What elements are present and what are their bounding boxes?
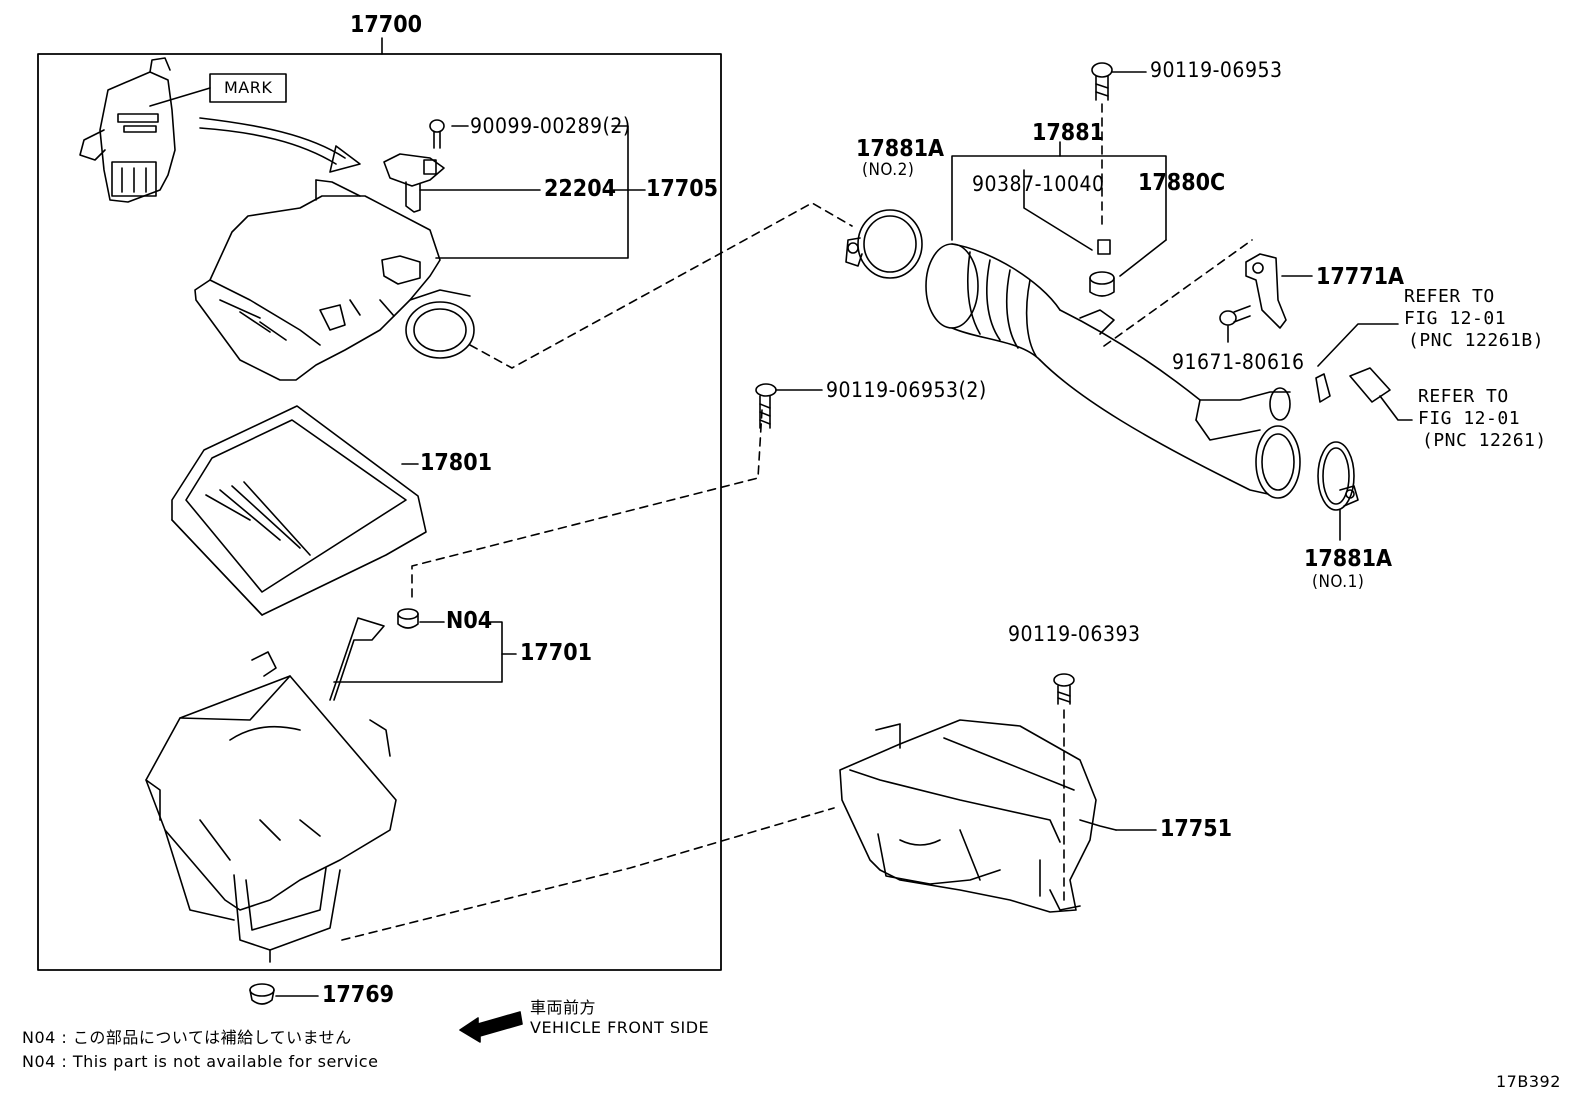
- grommet-17880c-drawing: [1089, 271, 1115, 297]
- screw-91671-drawing: [1219, 305, 1251, 326]
- direction-jp: 車両前方: [530, 998, 597, 1017]
- label-22204: 22204: [544, 176, 616, 202]
- label-17881: 17881: [1032, 120, 1104, 146]
- label-n04: N04: [446, 608, 493, 634]
- diagram-id: 17B392: [1496, 1072, 1561, 1091]
- label-17705: 17705: [646, 176, 718, 202]
- refer-2-line2: FIG 12-01: [1418, 408, 1521, 429]
- note-n04-en: N04 : This part is not available for ser…: [22, 1052, 379, 1071]
- direction-en: VEHICLE FRONT SIDE: [530, 1018, 710, 1037]
- air-cleaner-cap-drawing: [194, 179, 475, 381]
- note-n04-jp: N04 : この部品については補給していません: [22, 1028, 352, 1047]
- label-17771a: 17771A: [1316, 264, 1405, 290]
- label-17801: 17801: [420, 450, 492, 476]
- intake-hose-drawing: [925, 243, 1301, 499]
- label-17769: 17769: [322, 982, 394, 1008]
- label-90099-00289: 90099-00289(2): [470, 114, 631, 138]
- label-90119-06393: 90119-06393: [1008, 622, 1141, 646]
- label-mark: MARK: [224, 78, 273, 97]
- refer-1-line1: REFER TO: [1404, 286, 1495, 307]
- label-17880c: 17880C: [1138, 170, 1226, 196]
- label-17701: 17701: [520, 640, 592, 666]
- bolt-90119-06953-2-drawing: [755, 383, 777, 429]
- label-17751: 17751: [1160, 816, 1232, 842]
- label-17881a-no1: 17881A: [1304, 546, 1393, 572]
- grommet-17769-drawing: [249, 983, 275, 1005]
- refer-1-line2: FIG 12-01: [1404, 308, 1507, 329]
- refer-2-line1: REFER TO: [1418, 386, 1509, 407]
- label-17881a-no1-sub: (NO.1): [1312, 572, 1365, 592]
- air-cleaner-case-drawing: [145, 617, 397, 963]
- label-90119-06953-2: 90119-06953(2): [826, 378, 987, 402]
- label-17881a-no2-sub: (NO.2): [862, 160, 915, 180]
- label-91671-80616: 91671-80616: [1172, 350, 1305, 374]
- maf-sensor-drawing: [79, 57, 176, 203]
- front-direction-arrow-icon: [459, 1011, 523, 1043]
- label-90387-10040: 90387-10040: [972, 172, 1105, 196]
- bracket-17771a-drawing: [1245, 253, 1287, 329]
- assembly-17700-box: [37, 53, 722, 971]
- label-90119-06953: 90119-06953: [1150, 58, 1283, 82]
- inlet-duct-drawing: [839, 719, 1117, 913]
- air-filter-drawing: [171, 405, 427, 616]
- label-assembly-17700: 17700: [350, 12, 422, 38]
- label-17881a-no2: 17881A: [856, 136, 945, 162]
- sensor-22204-drawing: [383, 153, 445, 213]
- bolt-90119-06953-drawing: [1091, 62, 1113, 101]
- refer-1-line3: (PNC 12261B): [1408, 330, 1545, 351]
- clamp-no2-drawing: [845, 209, 923, 279]
- bolt-90099-drawing: [429, 119, 445, 149]
- clamp-no1-drawing: [1317, 441, 1359, 511]
- refer-2-line3: (PNC 12261): [1422, 430, 1547, 451]
- grommet-n04-drawing: [397, 608, 419, 629]
- bolt-90119-06393-drawing: [1053, 673, 1075, 705]
